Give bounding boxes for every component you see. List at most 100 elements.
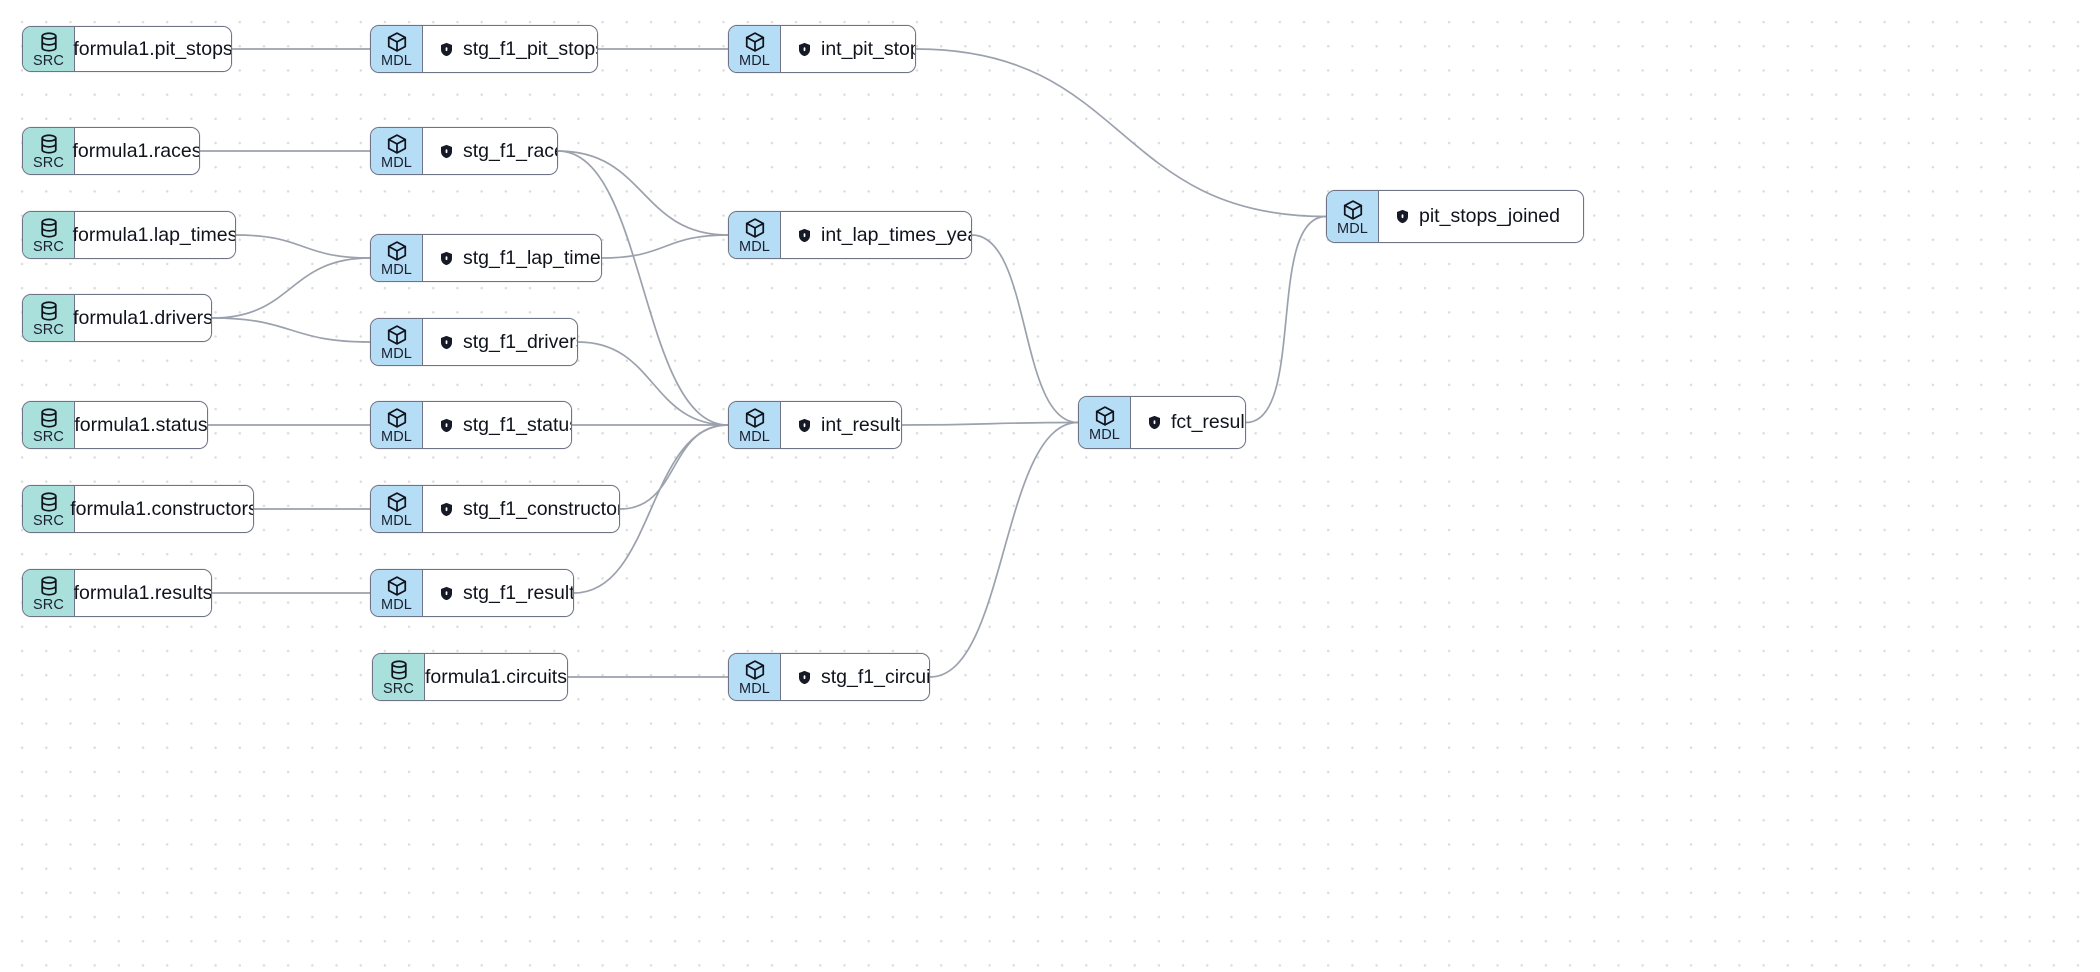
node-label: fct_results: [1171, 411, 1245, 433]
database-cylinder-icon: [38, 217, 60, 239]
node-body: formula1.pit_stops: [73, 27, 232, 71]
shield-icon: [797, 418, 812, 433]
node-badge-mdl: MDL: [729, 26, 781, 72]
node-stg_f1_circuits[interactable]: MDL stg_f1_circuits: [728, 653, 930, 701]
node-body: formula1.races: [72, 128, 200, 174]
node-formula1_constructors[interactable]: SRC formula1.constructors: [22, 485, 254, 533]
node-body: formula1.circuits: [425, 654, 567, 700]
node-badge-label: MDL: [381, 513, 412, 529]
edge-stg_f1_races-to-int_lap_times_years: [557, 150, 729, 236]
node-badge-label: MDL: [1089, 426, 1120, 443]
node-label: stg_f1_status: [463, 413, 572, 436]
node-stg_f1_pit_stops[interactable]: MDL stg_f1_pit_stops: [370, 25, 598, 73]
node-badge-label: MDL: [739, 53, 770, 69]
shield-icon: [439, 418, 454, 433]
node-formula1_lap_times[interactable]: SRC formula1.lap_times: [22, 211, 236, 259]
edge-formula1_drivers-to-stg_f1_drivers: [211, 317, 371, 343]
node-stg_f1_races[interactable]: MDL stg_f1_races: [370, 127, 558, 175]
node-label: formula1.races: [72, 139, 200, 162]
cube-icon: [744, 217, 766, 239]
node-body: int_results: [781, 402, 901, 448]
node-body: int_pit_stops: [781, 26, 915, 72]
node-pit_stops_joined[interactable]: MDL pit_stops_joined: [1326, 190, 1584, 243]
node-body: int_lap_times_years: [781, 212, 971, 258]
database-cylinder-icon: [38, 407, 60, 429]
node-badge-mdl: MDL: [371, 402, 423, 448]
shield-icon: [797, 670, 812, 685]
cube-icon: [386, 240, 408, 262]
node-label: int_pit_stops: [821, 37, 915, 60]
node-badge-label: SRC: [33, 429, 64, 445]
node-badge-label: SRC: [33, 155, 64, 171]
shield-icon: [439, 335, 454, 350]
node-int_pit_stops[interactable]: MDL int_pit_stops: [728, 25, 916, 73]
node-stg_f1_results[interactable]: MDL stg_f1_results: [370, 569, 574, 617]
node-body: formula1.lap_times: [73, 212, 235, 258]
shield-icon: [1147, 415, 1162, 430]
edge-stg_f1_circuits-to-fct_results: [929, 421, 1079, 678]
node-body: stg_f1_results: [423, 570, 573, 616]
node-badge-mdl: MDL: [371, 319, 423, 365]
cube-icon: [386, 407, 408, 429]
shield-icon: [797, 228, 812, 243]
node-formula1_circuits[interactable]: SRC formula1.circuits: [372, 653, 568, 701]
edge-int_lap_times_years-to-fct_results: [971, 234, 1079, 424]
node-badge-label: SRC: [33, 322, 64, 338]
cube-icon: [1094, 405, 1116, 427]
node-badge-label: SRC: [33, 513, 64, 529]
node-badge-label: SRC: [33, 53, 64, 69]
node-badge-label: MDL: [1337, 220, 1368, 237]
node-body: stg_f1_races: [423, 128, 557, 174]
node-badge-mdl: MDL: [371, 128, 423, 174]
node-badge-src: SRC: [373, 654, 425, 700]
node-label: formula1.pit_stops: [73, 37, 232, 60]
edge-int_pit_stops-to-pit_stops_joined: [915, 48, 1327, 218]
database-cylinder-icon: [38, 575, 60, 597]
node-label: formula1.constructors: [70, 497, 254, 520]
node-label: stg_f1_circuits: [821, 665, 930, 688]
node-label: stg_f1_races: [463, 139, 557, 162]
node-body: formula1.status: [74, 402, 207, 448]
database-cylinder-icon: [38, 491, 60, 513]
shield-icon: [439, 144, 454, 159]
node-formula1_races[interactable]: SRC formula1.races: [22, 127, 200, 175]
cube-icon: [744, 407, 766, 429]
node-formula1_status[interactable]: SRC formula1.status: [22, 401, 208, 449]
node-badge-label: MDL: [381, 53, 412, 69]
node-badge-label: SRC: [33, 597, 64, 613]
shield-icon: [439, 251, 454, 266]
node-formula1_pit_stops[interactable]: SRC formula1.pit_stops: [22, 26, 232, 72]
node-body: stg_f1_pit_stops: [423, 26, 597, 72]
cube-icon: [744, 659, 766, 681]
cube-icon: [386, 133, 408, 155]
node-label: stg_f1_lap_times: [463, 246, 602, 269]
database-cylinder-icon: [388, 659, 410, 681]
node-badge-mdl: MDL: [371, 570, 423, 616]
database-cylinder-icon: [38, 133, 60, 155]
node-badge-label: SRC: [383, 681, 414, 697]
node-badge-src: SRC: [23, 27, 75, 71]
node-badge-mdl: MDL: [1079, 397, 1131, 448]
shield-icon: [439, 42, 454, 57]
node-badge-mdl: MDL: [729, 654, 781, 700]
edge-stg_f1_constructors-to-int_results: [619, 424, 729, 510]
node-badge-label: SRC: [33, 239, 64, 255]
node-label: pit_stops_joined: [1419, 205, 1560, 227]
database-cylinder-icon: [38, 31, 60, 53]
node-fct_results[interactable]: MDL fct_results: [1078, 396, 1246, 449]
shield-icon: [439, 502, 454, 517]
node-label: int_lap_times_years: [821, 223, 971, 246]
node-badge-label: MDL: [381, 597, 412, 613]
node-badge-mdl: MDL: [1327, 191, 1379, 242]
node-stg_f1_status[interactable]: MDL stg_f1_status: [370, 401, 572, 449]
node-badge-src: SRC: [23, 128, 75, 174]
node-body: stg_f1_lap_times: [423, 235, 601, 281]
